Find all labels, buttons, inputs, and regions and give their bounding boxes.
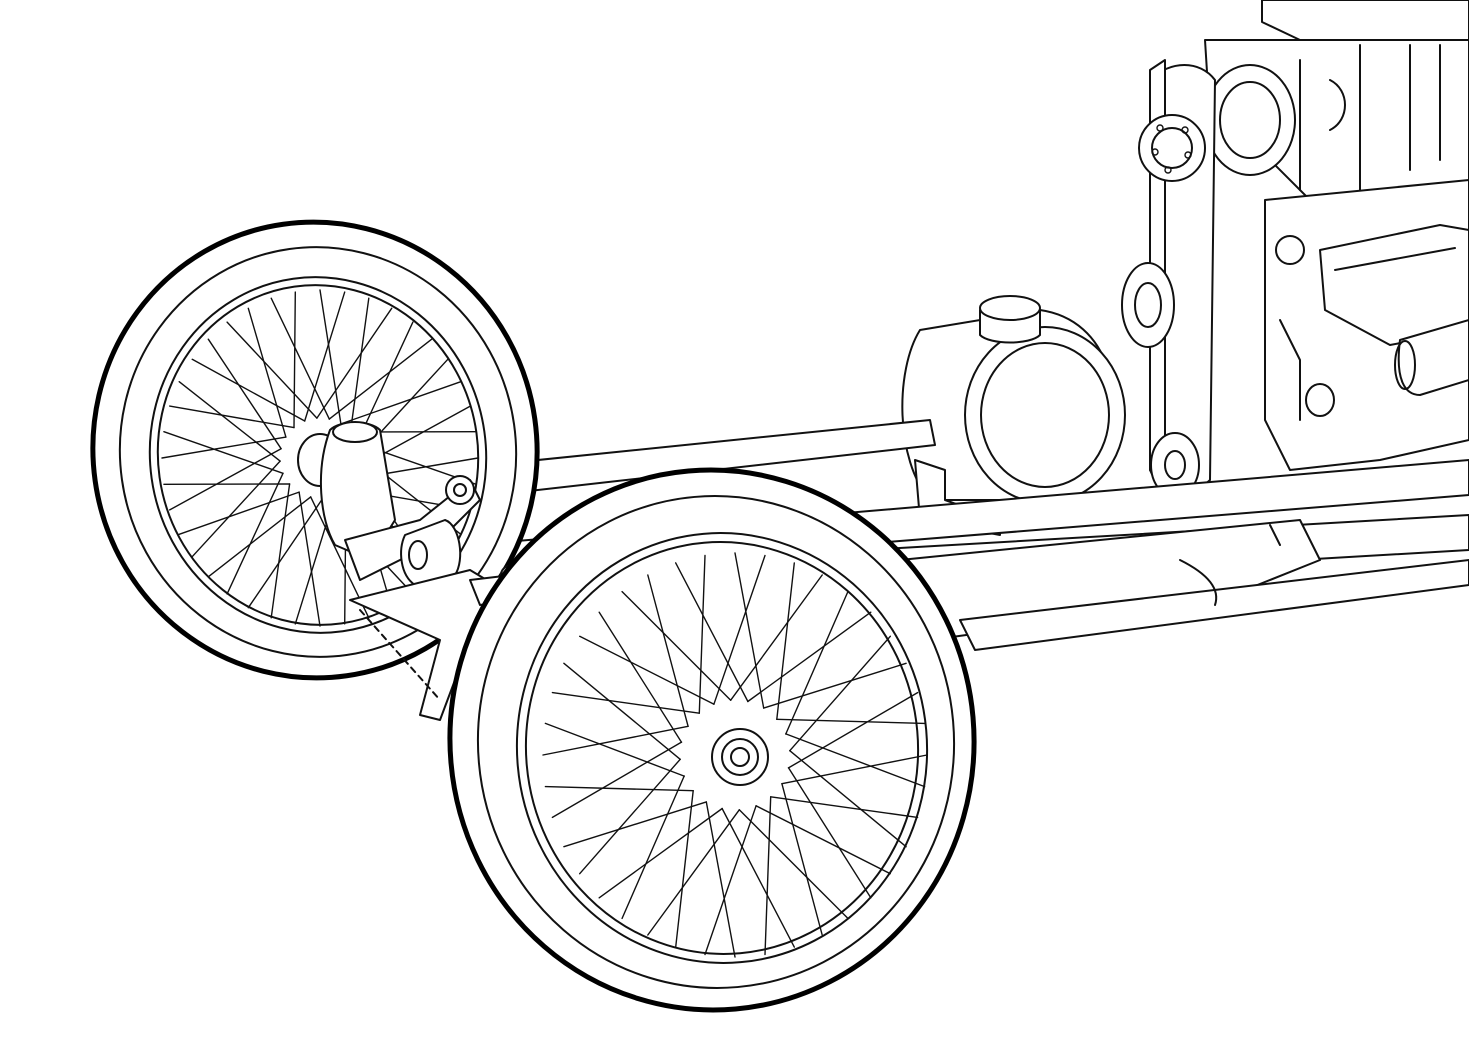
front-spoke (698, 554, 706, 714)
front-spoke (776, 718, 926, 725)
front-spoke (598, 611, 683, 743)
front-spoke (738, 809, 849, 920)
rear-spoke (226, 472, 284, 595)
front-spoke (789, 635, 891, 752)
front-spoke (675, 790, 694, 948)
front-suspension (319, 421, 651, 721)
front-spoke (721, 807, 795, 948)
front-spoke (730, 574, 823, 701)
rear-spoke (293, 291, 296, 429)
front-spoke (647, 809, 740, 936)
rear-spoke (247, 497, 324, 609)
front-spoke (563, 662, 681, 760)
rear-spoke (168, 405, 295, 429)
front-spoke (579, 635, 715, 705)
front-spoke (734, 552, 765, 709)
front-spoke (781, 754, 928, 785)
rear-spoke (328, 338, 433, 420)
rear-spoke (168, 448, 282, 511)
engine-assembly (1121, 0, 1469, 498)
front-spoke (563, 801, 707, 848)
rear-spoke (207, 496, 312, 578)
rear-wheel-spokes (161, 289, 479, 627)
front-spoke (776, 562, 795, 720)
front-spoke (781, 783, 823, 936)
front-spoke (598, 807, 723, 899)
front-wheel-spokes (542, 552, 928, 958)
front-spoke (542, 725, 689, 756)
rear-spoke (270, 297, 330, 420)
front-spoke (675, 562, 749, 703)
front-spoke (789, 750, 907, 848)
front-spoke (551, 741, 683, 819)
front-spoke (713, 554, 766, 705)
front-spoke (755, 805, 891, 875)
front-spoke (770, 796, 919, 819)
front-spoke (621, 775, 685, 920)
front-spoke (785, 733, 926, 788)
front-spoke (763, 662, 907, 709)
rear-spoke (163, 431, 284, 474)
front-spoke (704, 805, 757, 956)
rear-spoke (316, 307, 393, 419)
front-spoke (551, 691, 700, 714)
rear-spoke (207, 338, 282, 450)
rear-spoke (247, 307, 287, 438)
rear-spoke (178, 381, 281, 462)
rear-spoke (191, 358, 306, 422)
front-spoke (787, 691, 919, 769)
front-spoke (764, 796, 772, 956)
front-spoke (747, 611, 872, 703)
rear-spoke (178, 491, 300, 535)
front-spoke (544, 722, 685, 777)
rear-spoke (191, 460, 281, 558)
rear-spoke (161, 436, 287, 459)
rear-spoke (304, 291, 346, 422)
front-wheel (447, 467, 977, 1013)
front-spoke (787, 767, 872, 899)
rear-spoke (270, 483, 291, 619)
front-spoke (621, 590, 732, 701)
front-spoke (785, 590, 849, 735)
front-spoke (705, 801, 736, 958)
rear-spoke (226, 321, 318, 419)
rear-spoke (340, 381, 462, 425)
front-spoke (579, 758, 681, 875)
front-spoke (544, 785, 694, 792)
rear-spoke (349, 297, 370, 433)
front-spoke (647, 574, 689, 727)
rear-spoke (298, 491, 321, 627)
rear-spoke (319, 289, 342, 425)
